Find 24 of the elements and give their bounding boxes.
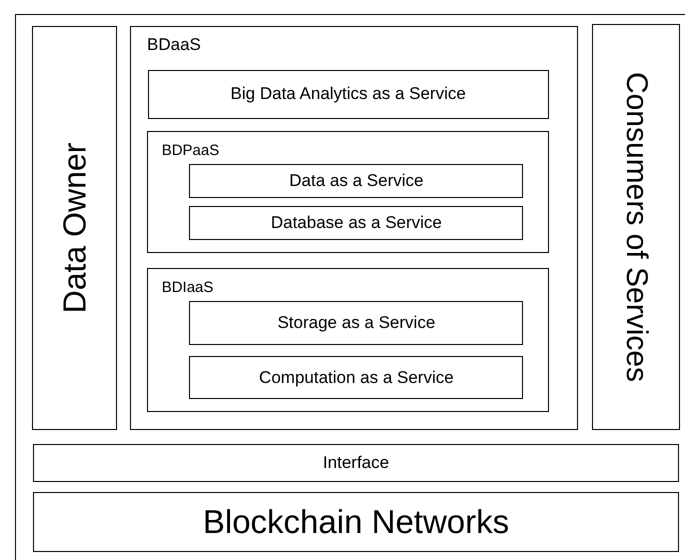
service-box — [189, 301, 524, 346]
service-box — [189, 356, 524, 400]
group-box — [130, 26, 578, 430]
box-label: Data as a Service — [289, 171, 424, 192]
group-heading: BDaaS — [147, 35, 201, 55]
box-label: Storage as a Service — [277, 313, 436, 334]
box-label: Blockchain Networks — [202, 503, 510, 541]
box-label: Database as a Service — [270, 213, 442, 234]
service-box — [148, 70, 549, 119]
side-panel — [592, 24, 680, 430]
group-heading: BDPaaS — [162, 142, 220, 159]
side-panel — [32, 26, 117, 430]
panel-label: Consumers of Services — [619, 72, 653, 382]
group-heading: BDIaaS — [162, 278, 214, 296]
network-layer-box — [33, 492, 679, 552]
interface-layer-box — [33, 444, 679, 482]
box-label: Big Data Analytics as a Service — [230, 84, 466, 104]
service-box — [189, 164, 524, 198]
box-label: Interface — [322, 453, 390, 473]
group-box — [146, 130, 549, 253]
group-box — [146, 268, 549, 412]
box-label: Computation as a Service — [259, 368, 454, 388]
service-box — [189, 206, 524, 240]
panel-label: Data Owner — [56, 142, 93, 314]
